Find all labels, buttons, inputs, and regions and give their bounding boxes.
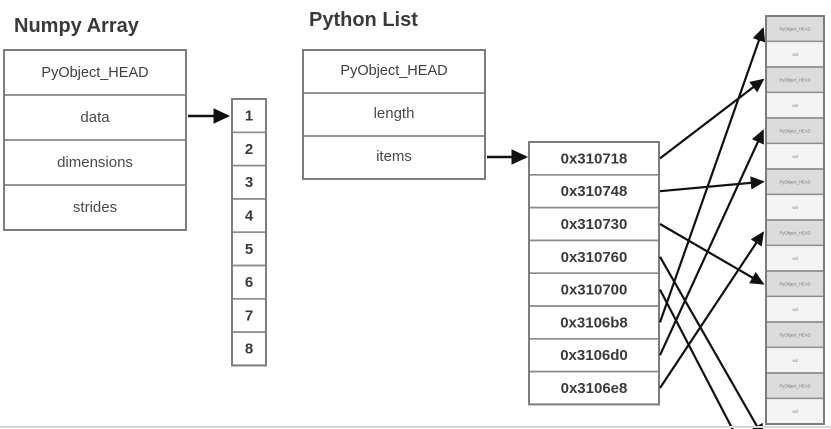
numpy-struct-box: PyObject_HEAD data dimensions strides — [3, 49, 187, 231]
numpy-field-label-2: dimensions — [57, 154, 133, 171]
object-head-row-5 — [765, 270, 825, 298]
array-cell-value-0: 1 — [245, 108, 253, 125]
pointer-arrow-6 — [659, 129, 764, 356]
array-cell-value-3: 4 — [245, 208, 254, 225]
pointer-arrow-1 — [659, 176, 765, 193]
object-head-label-5: PyObject_HEAD — [780, 281, 811, 286]
numpy-field-label-3: strides — [73, 199, 117, 216]
pointer-arrows — [658, 27, 766, 429]
pointer-arrow-5 — [658, 27, 766, 323]
list-field-label-2: items — [376, 148, 412, 165]
object-value-label-3: val — [792, 205, 797, 210]
numpy-array-title: Numpy Array — [14, 15, 140, 37]
pointer-address-6: 0x3106d0 — [560, 347, 628, 364]
array-cell-value-4: 5 — [245, 241, 253, 258]
object-head-label-3: PyObject_HEAD — [780, 179, 811, 184]
numpy-field-label-1: data — [80, 109, 110, 126]
object-value-label-7: val — [792, 409, 797, 414]
object-value-row-1 — [765, 91, 825, 119]
object-value-row-6 — [765, 346, 825, 374]
pointer-address-3: 0x310760 — [561, 249, 628, 266]
array-cell-value-2: 3 — [245, 174, 253, 191]
list-field-label-1: length — [374, 105, 415, 122]
array-cell-value-6: 7 — [245, 307, 253, 324]
pointer-arrow-7 — [659, 231, 764, 389]
pointer-address-table: 0x310718 0x310748 0x310730 0x310760 0x310700… — [528, 141, 660, 406]
pointer-address-2: 0x310730 — [561, 216, 628, 233]
object-value-label-5: val — [792, 307, 797, 312]
array-cell-value-1: 2 — [245, 141, 253, 158]
pointer-arrow-0 — [659, 78, 765, 160]
pointer-address-5: 0x3106b8 — [560, 314, 628, 331]
pointer-arrow-3 — [659, 256, 764, 429]
list-field-label-0: PyObject_HEAD — [340, 63, 447, 79]
array-buffer-column: 1 2 3 4 5 6 7 8 — [231, 98, 267, 367]
pointer-address-0: 0x310718 — [561, 150, 628, 167]
object-head-row-1 — [765, 66, 825, 94]
object-head-label-4: PyObject_HEAD — [780, 230, 811, 235]
numpy-struct-outline — [3, 49, 187, 231]
pointer-address-4: 0x310700 — [561, 282, 628, 299]
object-head-label-7: PyObject_HEAD — [780, 383, 811, 388]
object-value-label-4: val — [792, 256, 797, 261]
array-cell-value-5: 6 — [245, 274, 253, 291]
array-cell-value-7: 8 — [245, 341, 253, 358]
list-struct-outline — [302, 49, 486, 180]
pointer-table-outline — [528, 141, 660, 406]
python-list-title: Python List — [309, 9, 418, 31]
object-column-outline — [765, 15, 825, 425]
pointer-address-7: 0x3106e8 — [561, 380, 628, 397]
object-value-label-1: val — [792, 103, 797, 108]
numpy-field-label-0: PyObject_HEAD — [41, 65, 148, 81]
pointer-address-1: 0x310748 — [561, 183, 628, 200]
pointer-arrow-4 — [659, 289, 734, 429]
scattered-objects-column: PyObject_HEADvalPyObject_HEADvalPyObject… — [765, 15, 825, 425]
object-value-label-0: val — [792, 52, 797, 57]
object-head-label-2: PyObject_HEAD — [780, 128, 811, 133]
object-value-label-2: val — [792, 154, 797, 159]
object-head-label-6: PyObject_HEAD — [780, 332, 811, 337]
array-buffer-outline — [231, 98, 267, 367]
pointer-arrow-2 — [659, 223, 765, 285]
object-head-label-0: PyObject_HEAD — [780, 26, 811, 31]
python-list-struct-box: PyObject_HEAD length items — [302, 49, 486, 180]
object-value-row-7 — [765, 397, 825, 425]
object-value-row-4 — [765, 244, 825, 272]
object-value-label-6: val — [792, 358, 797, 363]
object-head-label-1: PyObject_HEAD — [780, 77, 811, 82]
